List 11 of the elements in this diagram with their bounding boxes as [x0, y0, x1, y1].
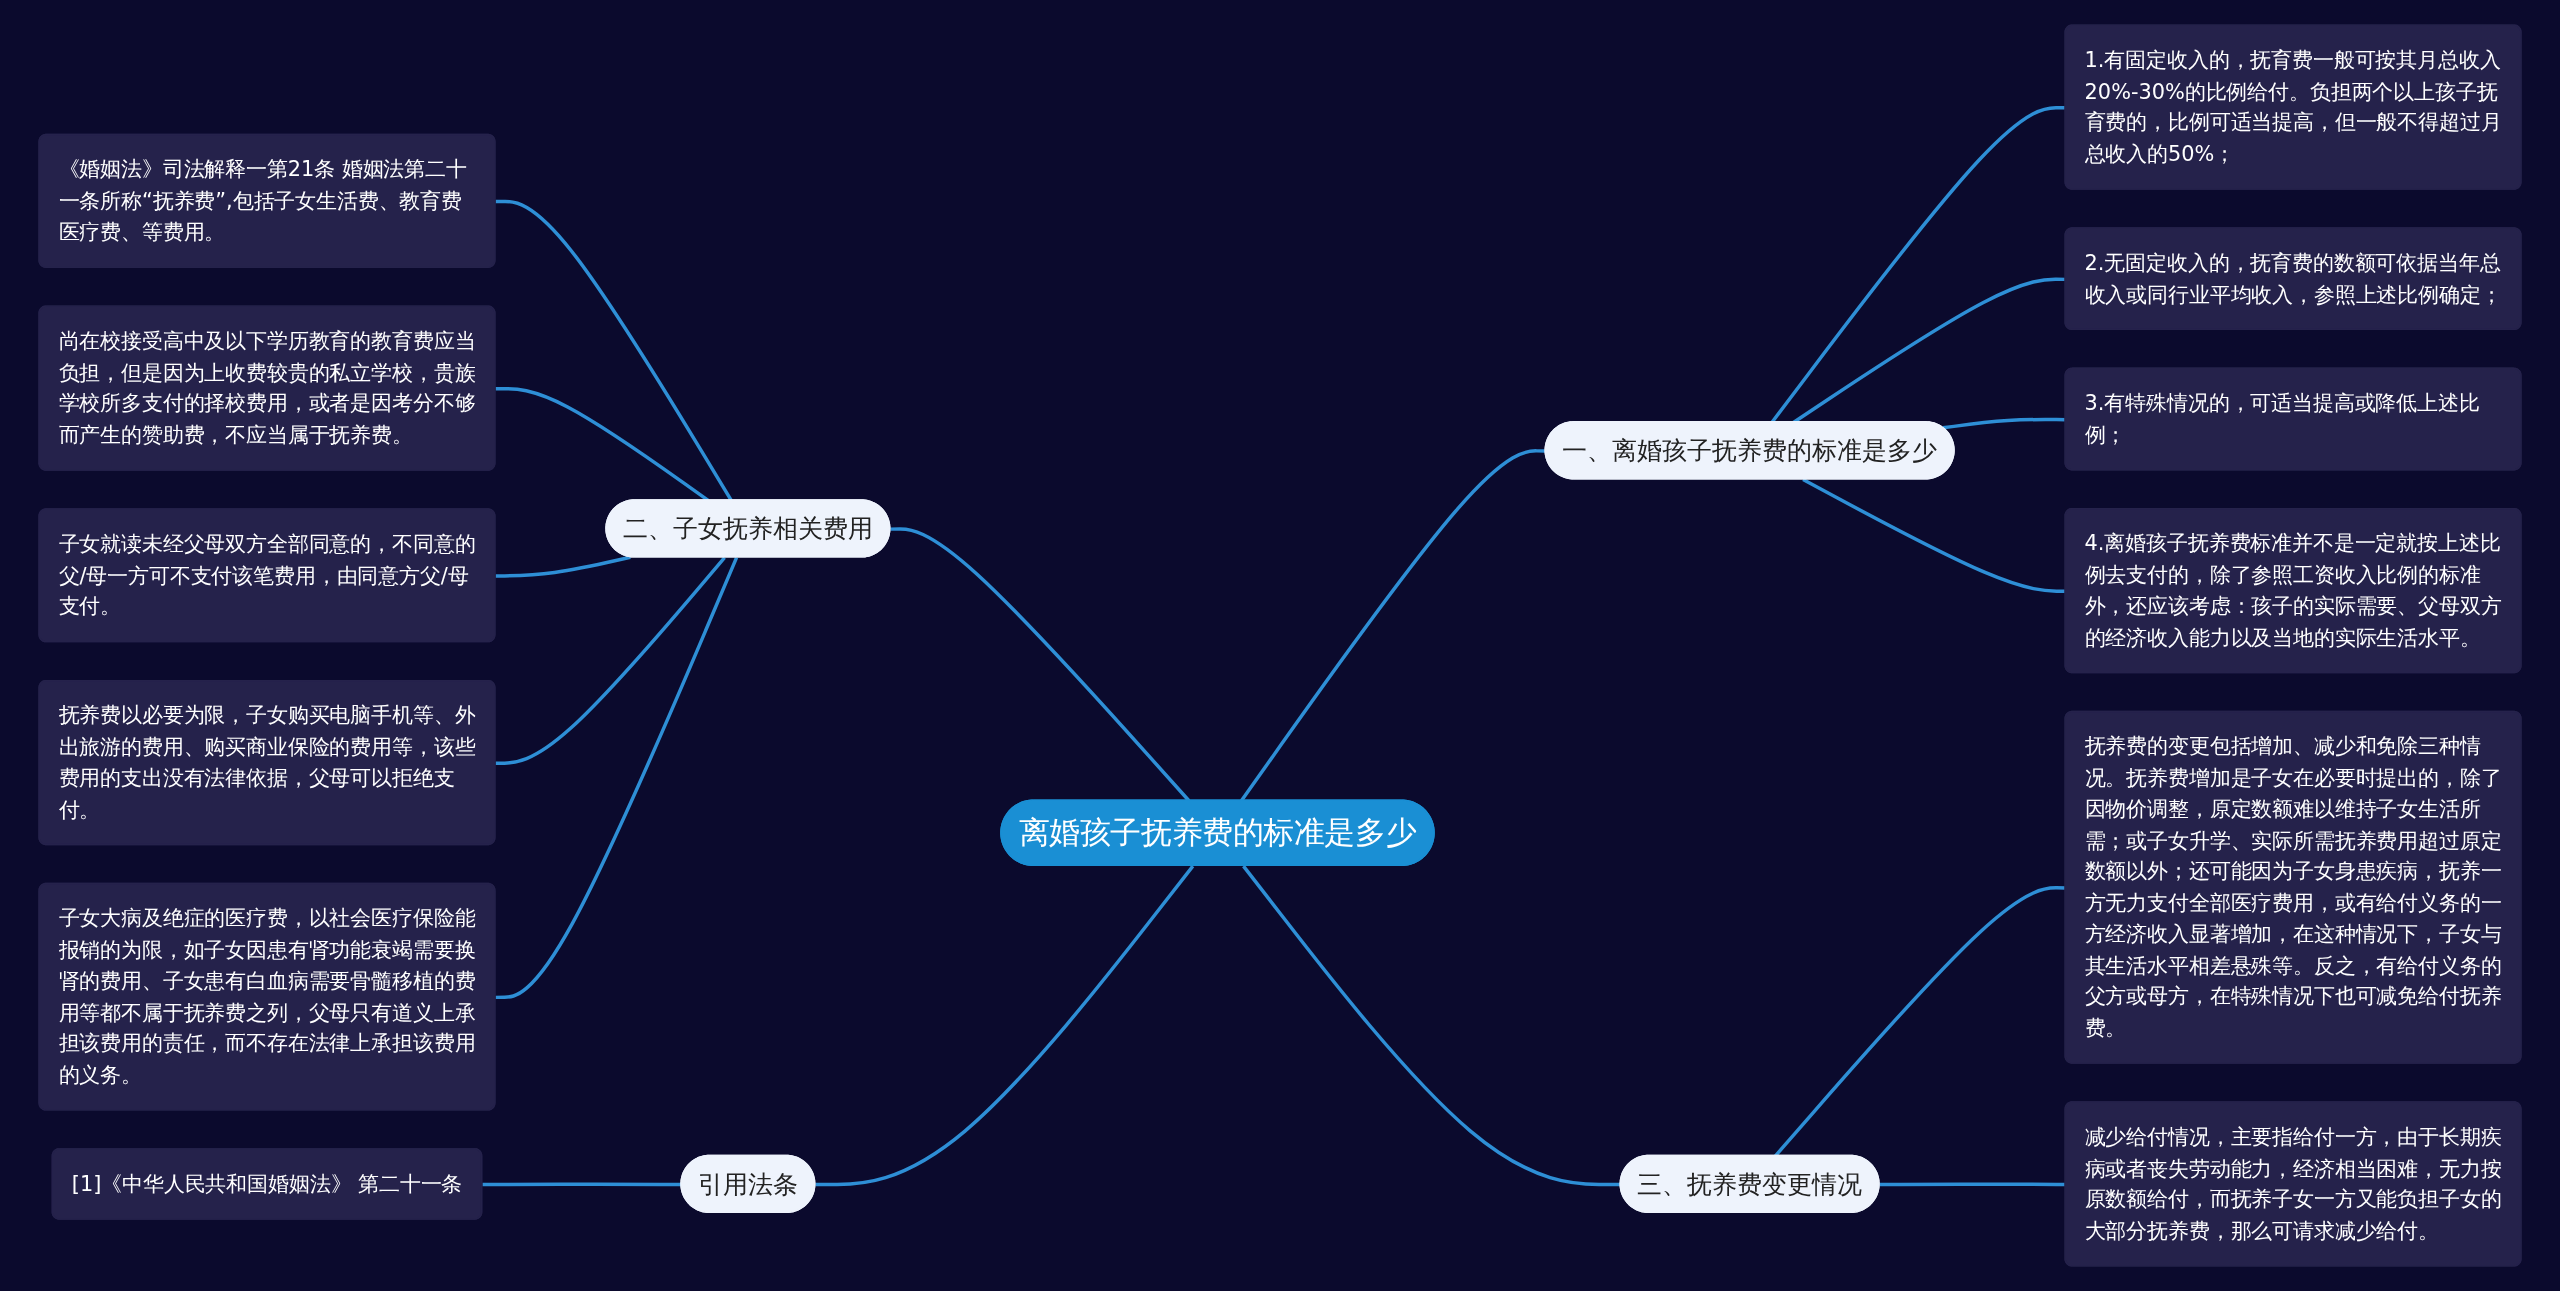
- connector: [1879, 1182, 2066, 1187]
- connector: [482, 1182, 682, 1187]
- connector: [1242, 865, 1621, 1187]
- connector: [1240, 449, 1546, 802]
- connector: [495, 555, 631, 578]
- connector: [495, 556, 726, 765]
- connector: [890, 527, 1191, 802]
- connector: [815, 865, 1195, 1187]
- connector: [495, 556, 739, 1000]
- connector: [1942, 417, 2066, 430]
- connector: [1802, 477, 2066, 594]
